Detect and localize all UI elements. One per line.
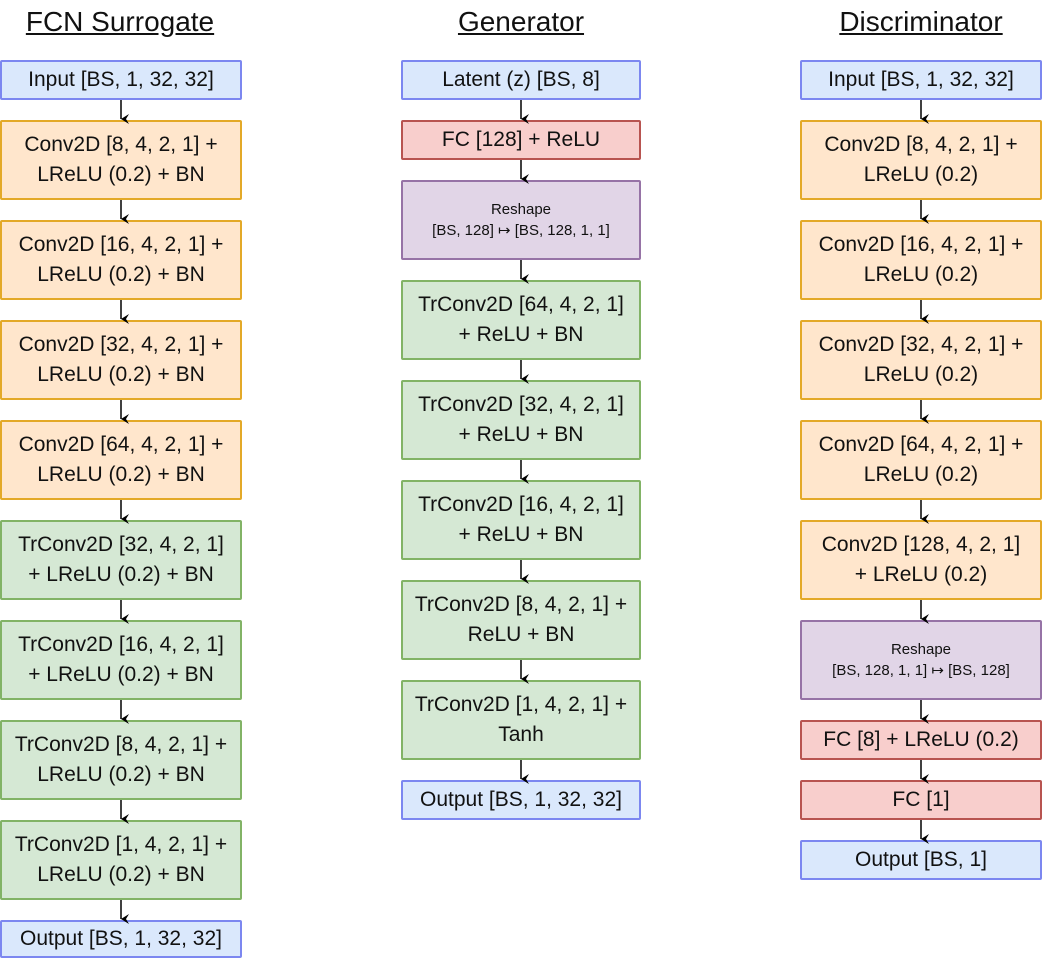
conv-block: Conv2D [128, 4, 2, 1] + LReLU (0.2) [800,520,1042,600]
conv-block: Conv2D [16, 4, 2, 1] + LReLU (0.2) + BN [0,220,242,300]
trconv-block: TrConv2D [8, 4, 2, 1] + LReLU (0.2) + BN [0,720,242,800]
conv-block: Conv2D [32, 4, 2, 1] + LReLU (0.2) + BN [0,320,242,400]
output-block: Output [BS, 1] [800,840,1042,880]
conv-block: Conv2D [8, 4, 2, 1] + LReLU (0.2) [800,120,1042,200]
trconv-block: TrConv2D [8, 4, 2, 1] + ReLU + BN [401,580,641,660]
trconv-block: TrConv2D [16, 4, 2, 1] + LReLU (0.2) + B… [0,620,242,700]
column-title-1: FCN Surrogate [25,6,215,37]
input-block: Input [BS, 1, 32, 32] [800,60,1042,100]
conv-block: Conv2D [64, 4, 2, 1] + LReLU (0.2) + BN [0,420,242,500]
output-block: Output [BS, 1, 32, 32] [0,920,242,958]
input-block: Input [BS, 1, 32, 32] [0,60,242,100]
conv-block: Conv2D [16, 4, 2, 1] + LReLU (0.2) [800,220,1042,300]
trconv-block: TrConv2D [1, 4, 2, 1] + LReLU (0.2) + BN [0,820,242,900]
trconv-block: TrConv2D [32, 4, 2, 1] + ReLU + BN [401,380,641,460]
column-title-2: Generator [457,6,585,37]
column-title-3: Discriminator [839,6,1003,37]
conv-block: Conv2D [8, 4, 2, 1] + LReLU (0.2) + BN [0,120,242,200]
input-block: Latent (z) [BS, 8] [401,60,641,100]
fc-block: FC [8] + LReLU (0.2) [800,720,1042,760]
